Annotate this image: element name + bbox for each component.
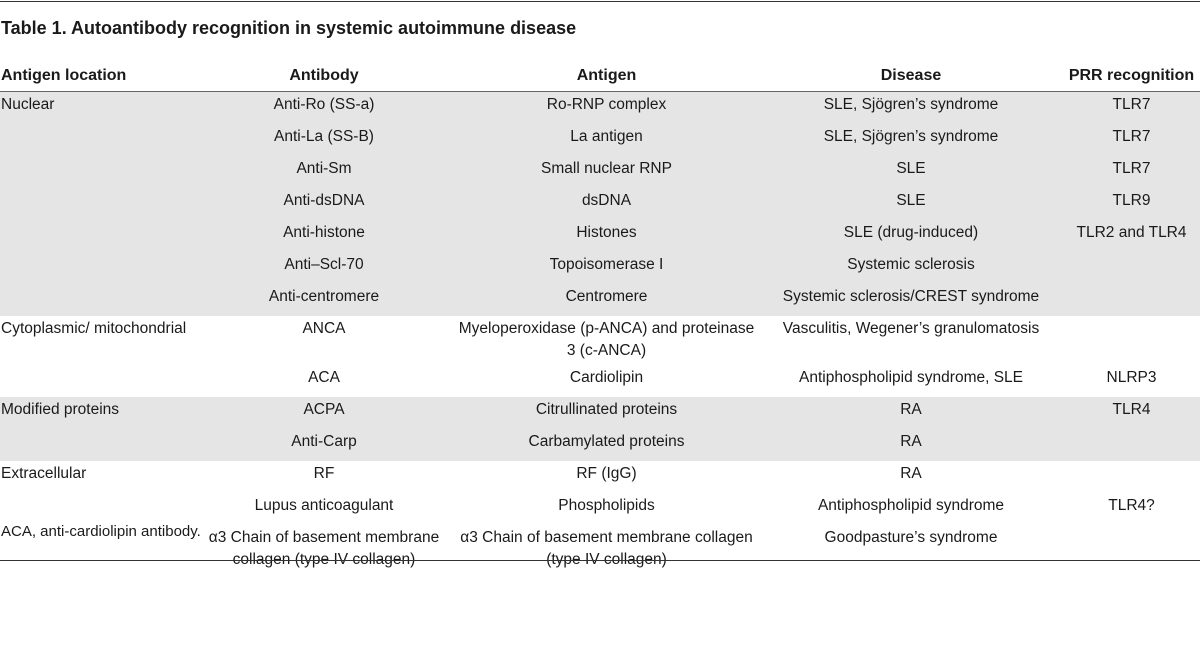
cell-disease: SLE bbox=[759, 188, 1063, 220]
cell-prr bbox=[1063, 284, 1200, 316]
cell-antigen: Small nuclear RNP bbox=[454, 156, 759, 188]
cell-disease: SLE, Sjögren’s syndrome bbox=[759, 91, 1063, 124]
bottom-rule bbox=[0, 560, 1200, 561]
cell-prr: TLR7 bbox=[1063, 124, 1200, 156]
header-disease: Disease bbox=[759, 61, 1063, 92]
cell-location: Nuclear bbox=[0, 91, 194, 124]
table-row: Cytoplasmic/ mitochondrial ANCA Myeloper… bbox=[0, 316, 1200, 365]
cell-antigen: Ro-RNP complex bbox=[454, 91, 759, 124]
cell-antigen: Citrullinated proteins bbox=[454, 397, 759, 429]
table-footnote: ACA, anti-cardiolipin antibody. bbox=[1, 523, 201, 540]
cell-prr: TLR9 bbox=[1063, 188, 1200, 220]
table-row: Extracellular RF RF (IgG) RA bbox=[0, 461, 1200, 493]
cell-disease: RA bbox=[759, 397, 1063, 429]
cell-disease: Vasculitis, Wegener’s granulomatosis bbox=[782, 320, 1040, 337]
cell-antigen: La antigen bbox=[454, 124, 759, 156]
autoantibody-table: Antigen location Antibody Antigen Diseas… bbox=[0, 61, 1200, 574]
cell-prr bbox=[1063, 429, 1200, 461]
cell-antigen: Phospholipids bbox=[558, 497, 655, 514]
cell-antigen: α3 Chain of basement membrane collagen (… bbox=[460, 529, 753, 568]
cell-location bbox=[0, 429, 194, 461]
cell-antibody: α3 Chain of basement membrane collagen (… bbox=[208, 529, 440, 568]
table-row: Anti-Sm Small nuclear RNP SLE TLR7 bbox=[0, 156, 1200, 188]
cell-disease: RA bbox=[759, 429, 1063, 461]
cell-antibody: Anti-dsDNA bbox=[194, 188, 454, 220]
header-row: Antigen location Antibody Antigen Diseas… bbox=[0, 61, 1200, 92]
cell-antigen: RF (IgG) bbox=[576, 465, 637, 482]
cell-antibody: Anti–Scl-70 bbox=[194, 252, 454, 284]
table-row: Modified proteins ACPA Citrullinated pro… bbox=[0, 397, 1200, 429]
cell-antibody: Anti-Ro (SS-a) bbox=[194, 91, 454, 124]
cell-antibody: Anti-Carp bbox=[194, 429, 454, 461]
header-prr-recognition: PRR recognition bbox=[1063, 61, 1200, 92]
cell-antibody: RF bbox=[313, 465, 335, 482]
cell-disease: RA bbox=[900, 465, 922, 482]
table-row: Anti-centromere Centromere Systemic scle… bbox=[0, 284, 1200, 316]
cell-antigen: Myeloperoxidase (p-ANCA) and proteinase … bbox=[458, 320, 755, 359]
table-row: Nuclear Anti-Ro (SS-a) Ro-RNP complex SL… bbox=[0, 91, 1200, 124]
cell-prr: NLRP3 bbox=[1106, 369, 1157, 386]
cell-antibody: Anti-centromere bbox=[194, 284, 454, 316]
cell-prr bbox=[1063, 316, 1200, 365]
cell-prr: TLR4 bbox=[1063, 397, 1200, 429]
cell-antibody: ANCA bbox=[302, 320, 346, 337]
cell-location bbox=[0, 188, 194, 220]
cell-disease: Systemic sclerosis bbox=[759, 252, 1063, 284]
cell-location bbox=[0, 284, 194, 316]
cell-location bbox=[0, 493, 194, 525]
cell-disease: Goodpasture’s syndrome bbox=[824, 529, 998, 546]
cell-location bbox=[0, 365, 194, 397]
table-row: α3 Chain of basement membrane collagen (… bbox=[0, 525, 1200, 574]
cell-antibody: ACPA bbox=[194, 397, 454, 429]
header-antigen: Antigen bbox=[454, 61, 759, 92]
cell-prr bbox=[1063, 461, 1200, 493]
top-rule bbox=[0, 1, 1200, 2]
cell-prr: TLR7 bbox=[1063, 91, 1200, 124]
cell-disease: Systemic sclerosis/CREST syndrome bbox=[759, 284, 1063, 316]
cell-antigen: Cardiolipin bbox=[569, 369, 644, 386]
cell-antibody: Anti-histone bbox=[194, 220, 454, 252]
cell-location: Modified proteins bbox=[0, 397, 194, 429]
table-row: Anti-histone Histones SLE (drug-induced)… bbox=[0, 220, 1200, 252]
table-caption: Table 1. Autoantibody recognition in sys… bbox=[1, 18, 577, 38]
cell-prr: TLR2 and TLR4 bbox=[1063, 220, 1200, 252]
cell-prr bbox=[1063, 252, 1200, 284]
cell-antigen: Centromere bbox=[454, 284, 759, 316]
cell-prr bbox=[1063, 525, 1200, 574]
cell-location: Cytoplasmic/ mitochondrial bbox=[1, 320, 187, 337]
cell-location bbox=[0, 156, 194, 188]
table-row: Anti-Carp Carbamylated proteins RA bbox=[0, 429, 1200, 461]
cell-antibody: Anti-La (SS-B) bbox=[194, 124, 454, 156]
table-row: Anti-La (SS-B) La antigen SLE, Sjögren’s… bbox=[0, 124, 1200, 156]
cell-antigen: Topoisomerase I bbox=[454, 252, 759, 284]
cell-disease: SLE bbox=[759, 156, 1063, 188]
cell-antigen: dsDNA bbox=[454, 188, 759, 220]
table-row: ACA Cardiolipin Antiphospholipid syndrom… bbox=[0, 365, 1200, 397]
cell-disease: Antiphospholipid syndrome bbox=[817, 497, 1005, 514]
table-row: Anti-dsDNA dsDNA SLE TLR9 bbox=[0, 188, 1200, 220]
cell-disease: SLE, Sjögren’s syndrome bbox=[759, 124, 1063, 156]
cell-location: Extracellular bbox=[1, 465, 87, 482]
cell-antibody: Lupus anticoagulant bbox=[254, 497, 394, 514]
table-row: Anti–Scl-70 Topoisomerase I Systemic scl… bbox=[0, 252, 1200, 284]
cell-disease: SLE (drug-induced) bbox=[759, 220, 1063, 252]
header-antigen-location: Antigen location bbox=[0, 61, 194, 92]
cell-location bbox=[0, 252, 194, 284]
cell-location bbox=[0, 220, 194, 252]
cell-antigen: Carbamylated proteins bbox=[454, 429, 759, 461]
cell-location bbox=[0, 124, 194, 156]
cell-antibody: ACA bbox=[308, 369, 340, 386]
table-row: Lupus anticoagulant Phospholipids Antiph… bbox=[0, 493, 1200, 525]
cell-prr: TLR7 bbox=[1063, 156, 1200, 188]
cell-antibody: Anti-Sm bbox=[194, 156, 454, 188]
header-antibody: Antibody bbox=[194, 61, 454, 92]
cell-antigen: Histones bbox=[454, 220, 759, 252]
cell-disease: Antiphospholipid syndrome, SLE bbox=[798, 369, 1024, 386]
cell-prr: TLR4? bbox=[1108, 497, 1155, 514]
